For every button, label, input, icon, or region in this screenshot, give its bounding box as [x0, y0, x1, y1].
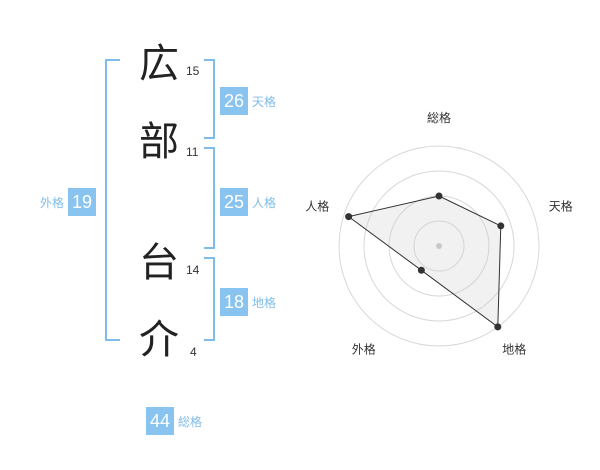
radar-ring-3	[363, 170, 515, 322]
radar-axis-label-1: 天格	[549, 198, 573, 213]
chikaku-value: 18	[220, 288, 248, 316]
name-char-3: 台	[139, 240, 179, 286]
stroke-count-1: 15	[186, 64, 200, 78]
stroke-count-4: 4	[190, 345, 197, 359]
chikaku-label: 地格	[252, 295, 277, 310]
chikaku-bracket	[204, 257, 215, 341]
radar-center-dot	[436, 243, 442, 249]
jinkaku-bracket	[204, 147, 215, 249]
tenkaku-bracket	[204, 59, 215, 139]
radar-point-1	[497, 222, 505, 230]
radar-ring-1	[413, 220, 465, 272]
tenkaku-label: 天格	[252, 94, 277, 109]
radar-axis-label-0: 総格	[427, 110, 451, 125]
radar-axis-label-3: 外格	[352, 342, 376, 357]
radar-point-0	[435, 192, 443, 200]
gaikaku-bracket	[105, 59, 120, 341]
name-char-4: 介	[139, 317, 179, 363]
radar-axis-label-2: 地格	[502, 342, 526, 357]
stroke-count-2: 11	[186, 145, 199, 159]
radar-points	[345, 192, 505, 331]
radar-ring-4	[338, 145, 540, 347]
name-char-1: 広	[139, 41, 179, 87]
radar-point-3	[417, 266, 425, 274]
chikaku-badge: 18 地格	[220, 288, 276, 316]
gaikaku-label: 外格	[40, 195, 65, 210]
radar-polygon	[347, 195, 502, 328]
jinkaku-value: 25	[220, 188, 248, 216]
jinkaku-label: 人格	[252, 195, 277, 210]
name-char-2: 部	[139, 119, 179, 165]
gaikaku-value: 19	[68, 188, 97, 216]
stroke-count-3: 14	[186, 263, 200, 277]
radar-point-4	[345, 213, 353, 221]
jinkaku-badge: 25 人格	[220, 188, 276, 216]
gaikaku-badge: 外格 19	[40, 188, 97, 216]
radar-axis-label-4: 人格	[305, 198, 329, 213]
tenkaku-value: 26	[220, 87, 248, 115]
tenkaku-badge: 26 天格	[220, 87, 276, 115]
radar-point-2	[494, 323, 502, 331]
radar-series-polygon	[347, 195, 502, 328]
soukaku-value: 44	[146, 407, 174, 435]
soukaku-badge: 44 総格	[146, 407, 202, 435]
soukaku-label: 総格	[178, 414, 203, 429]
